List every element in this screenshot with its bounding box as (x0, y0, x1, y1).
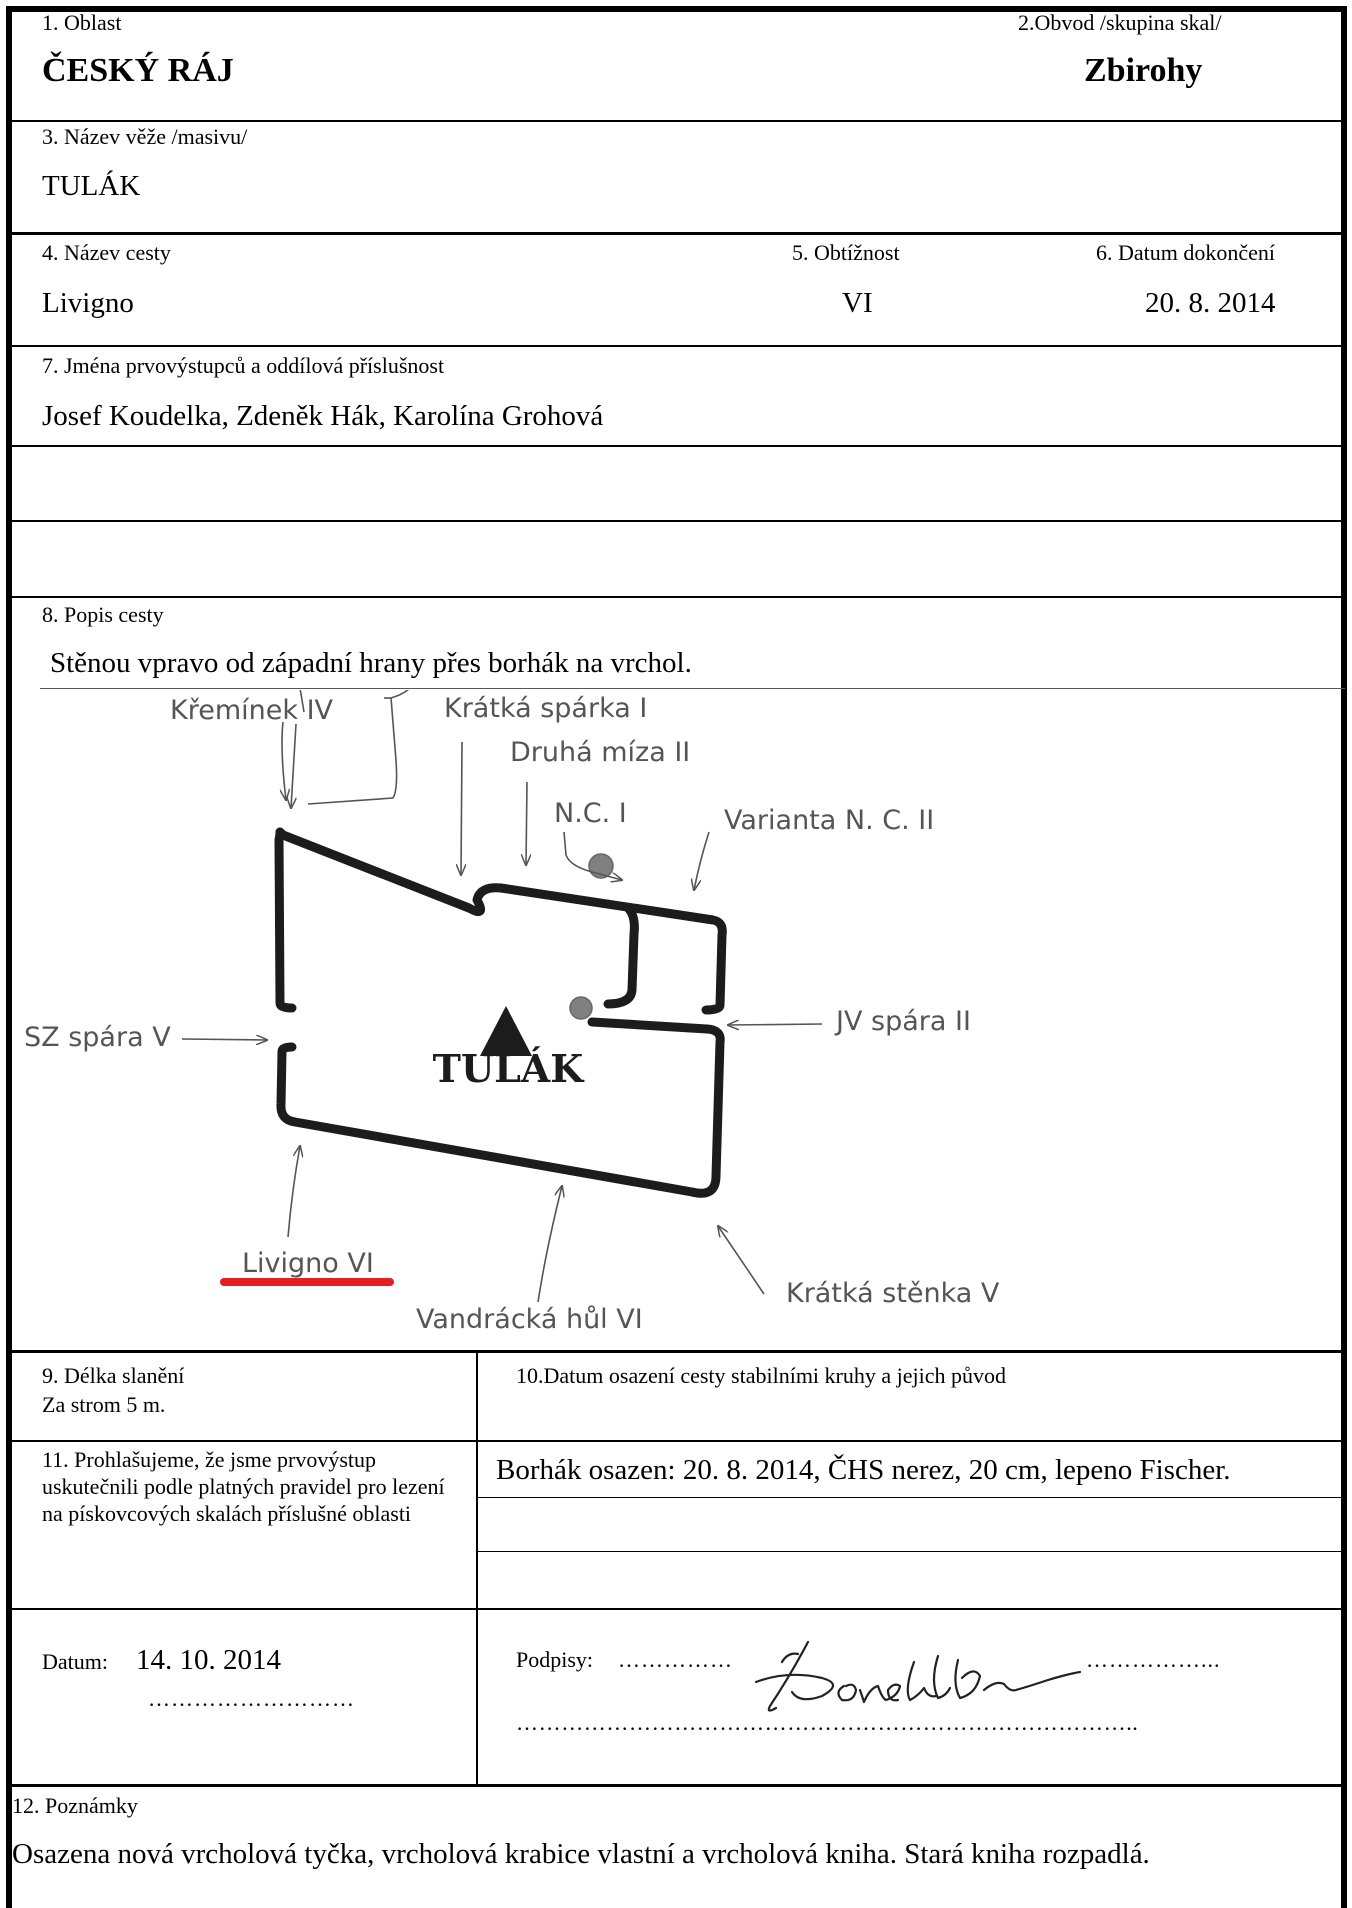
divider-4 (8, 445, 1345, 447)
label-kratka-stenka: Krátká stěnka V (786, 1278, 1000, 1309)
label-kratka-sparka: Krátká spárka I (444, 693, 647, 724)
signing-date-value: 14. 10. 2014 (136, 1644, 281, 1676)
bolts-value: Borhák osazen: 20. 8. 2014, ČHS nerez, 2… (496, 1454, 1231, 1486)
divider-1 (8, 120, 1345, 122)
column-divider (476, 1352, 478, 1784)
signatures-dots-left: …………… (618, 1647, 733, 1672)
divider-8 (8, 1440, 1345, 1442)
signatures-label: Podpisy: (516, 1647, 594, 1672)
arrow-kratka-stenka (718, 1226, 765, 1295)
summit-triangle-icon (480, 1006, 532, 1056)
arrow-druha-miza (526, 781, 527, 865)
arrow-sz-spara (181, 1039, 267, 1040)
arrow-nc (563, 831, 622, 880)
handwritten-signature (754, 1640, 1082, 1712)
route-name-value: Livigno (42, 287, 134, 319)
divider-12 (8, 1784, 1345, 1787)
area-label: 1. Oblast (42, 10, 122, 35)
label-jv-spara: JV spára II (834, 1006, 971, 1037)
label-livigno: Livigno VI (242, 1248, 374, 1279)
declaration-text: 11. Prohlašujeme, že jsme prvovýstup usk… (42, 1447, 445, 1526)
divider-3 (8, 345, 1345, 347)
arrow-kreminek-1 (282, 721, 286, 800)
completion-date-value: 20. 8. 2014 (1145, 287, 1276, 319)
divider-11 (8, 1608, 1345, 1610)
label-nc: N.C. I (554, 798, 627, 829)
difficulty-label: 5. Obtížnost (792, 240, 900, 265)
district-value: Zbirohy (1084, 52, 1203, 89)
diagram-tower-name: TULÁK (433, 1046, 586, 1091)
arrow-kreminek-2 (291, 723, 297, 808)
signatures-dots-line: ……………………………………………………………………….. (516, 1710, 1139, 1735)
leader-kreminek-bracket (307, 690, 409, 805)
signing-date-label: Datum: (42, 1649, 108, 1674)
climbers-label: 7. Jména prvovýstupců a oddílová přísluš… (42, 353, 445, 378)
tower-value: TULÁK (42, 170, 141, 202)
divider-5 (8, 520, 1345, 522)
completion-date-label: 6. Datum dokončení (1096, 240, 1276, 265)
arrow-kratka-sparka (461, 741, 462, 875)
rappel-value: Za strom 5 m. (42, 1392, 166, 1417)
arrow-vandracka (537, 1186, 562, 1303)
divider-6 (8, 596, 1345, 598)
signing-date-dots: ……………………… (148, 1686, 355, 1711)
route-topo-diagram: TULÁK Křemínek IV Krátká spárka I Druhá … (24, 690, 1000, 1335)
signatures-dots-right: ……………... (1086, 1647, 1221, 1672)
difficulty-value: VI (842, 287, 873, 319)
description-underline (40, 688, 1345, 689)
label-varianta: Varianta N. C. II (724, 805, 934, 836)
label-druha-miza: Druhá míza II (510, 737, 690, 768)
divider-10 (478, 1551, 1345, 1552)
arrow-varianta (694, 831, 710, 890)
form-frame (6, 6, 1347, 1908)
divider-9 (478, 1497, 1345, 1498)
divider-7 (8, 1350, 1345, 1353)
route-name-label: 4. Název cesty (42, 240, 171, 265)
climbers-value: Josef Koudelka, Zdeněk Hák, Karolína Gro… (42, 400, 604, 432)
arrow-livigno (287, 1146, 300, 1238)
description-value: Stěnou vpravo od západní hrany přes borh… (50, 647, 692, 679)
divider-2 (8, 232, 1345, 235)
bolts-label: 10.Datum osazení cesty stabilními kruhy … (516, 1363, 1007, 1388)
tower-outline (274, 827, 727, 1198)
label-sz-spara: SZ spára V (24, 1022, 171, 1053)
notes-value: Osazena nová vrcholová tyčka, vrcholová … (12, 1838, 1150, 1870)
rappel-label: 9. Délka slanění (42, 1363, 185, 1388)
description-label: 8. Popis cesty (42, 602, 164, 627)
label-kreminek: Křemínek IV (170, 695, 334, 726)
leader-kreminek-tick2 (299, 690, 305, 713)
tower-label: 3. Název věže /masivu/ (42, 124, 248, 149)
notes-label: 12. Poznámky (12, 1793, 138, 1818)
bolt-marker-livigno (569, 996, 593, 1020)
area-value: ČESKÝ RÁJ (42, 52, 234, 89)
arrow-jv-spara (728, 1024, 823, 1025)
district-label: 2.Obvod /skupina skal/ (1018, 10, 1222, 35)
label-vandracka: Vandrácká hůl VI (416, 1304, 643, 1335)
